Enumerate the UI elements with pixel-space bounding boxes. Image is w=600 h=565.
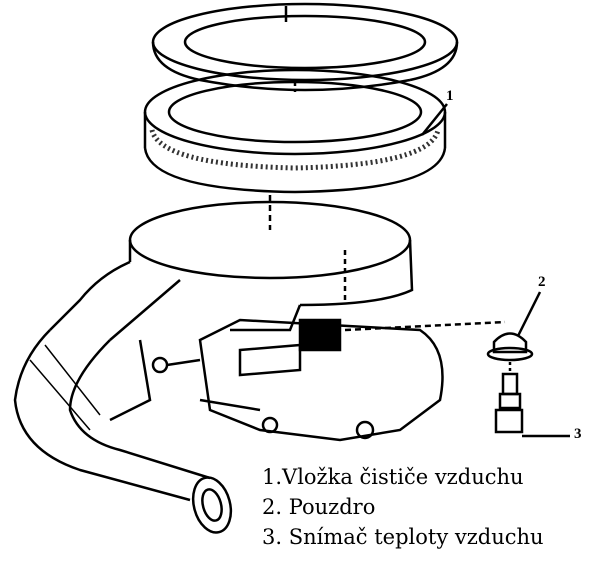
- air-cleaner-lid: [151, 2, 459, 92]
- filter-element: [143, 68, 447, 194]
- carburetor-body: [109, 318, 444, 442]
- temperature-sensor: [344, 320, 570, 438]
- air-cleaner-housing: [49, 200, 414, 341]
- legend-item-temperature-sensor: 3. Snímač teploty vzduchu: [262, 525, 544, 549]
- leader-line-2: [516, 291, 542, 337]
- legend-item-housing: 2. Pouzdro: [262, 495, 376, 519]
- leader-line-1: [421, 103, 448, 136]
- parts-legend: 1.Vložka čističe vzduchu 2. Pouzdro 3. S…: [262, 462, 544, 552]
- intake-hose: [13, 329, 233, 534]
- legend-item-filter-element: 1.Vložka čističe vzduchu: [262, 465, 524, 489]
- callout-3: 3: [574, 426, 582, 442]
- callout-1: 1: [446, 88, 454, 104]
- callout-2: 2: [538, 274, 546, 290]
